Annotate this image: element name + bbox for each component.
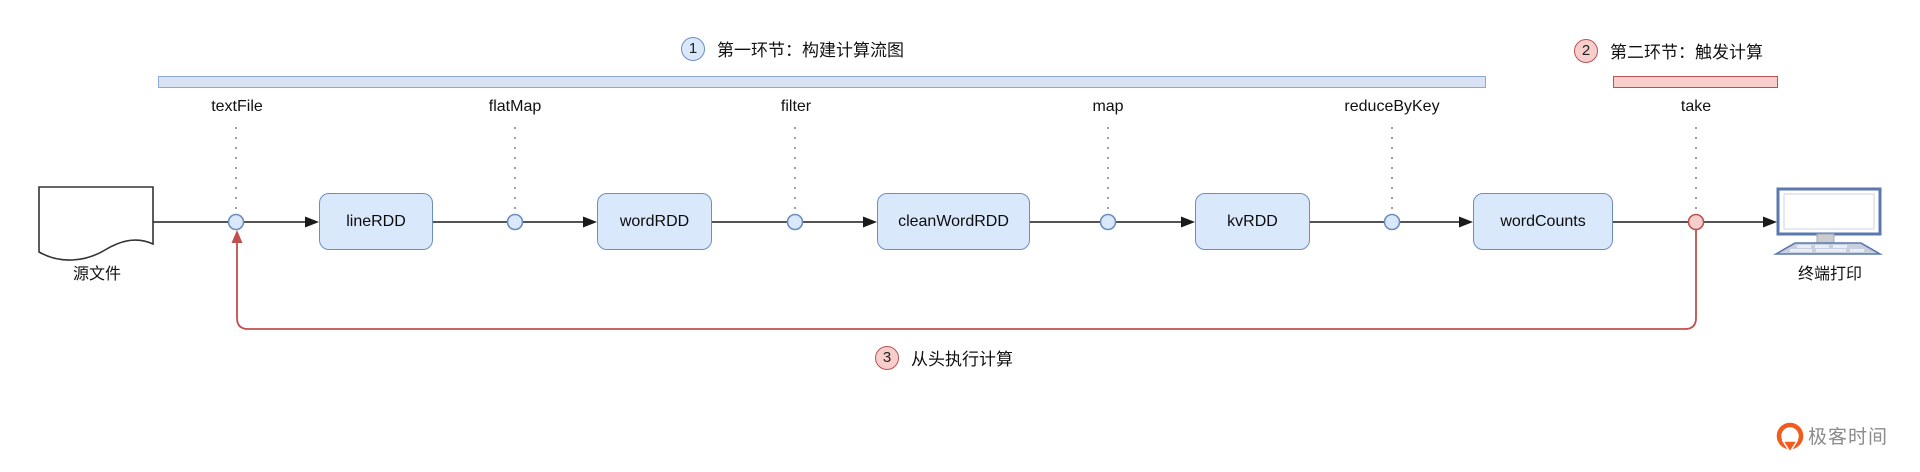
operator-label-flatmap: flatMap	[488, 98, 542, 115]
rdd-box-wordcounts: wordCounts	[1473, 193, 1613, 250]
step2-label: 第二环节：触发计算	[1610, 43, 1763, 62]
take-action-dot	[1687, 213, 1705, 231]
geektime-logo-icon	[1776, 422, 1804, 454]
feedback-arrow	[231, 229, 1697, 330]
flow-arrowheads	[305, 216, 1777, 228]
annotation-step2: 2 第二环节：触发计算	[1574, 38, 1763, 63]
operator-label-take: take	[1680, 98, 1712, 115]
phase1-bracket	[158, 76, 1486, 88]
step3-label: 从头执行计算	[911, 350, 1013, 369]
operator-label-map: map	[1092, 98, 1124, 115]
rdd-box-wordrdd: wordRDD	[597, 193, 712, 250]
operator-label-textfile: textFile	[211, 98, 263, 115]
step1-number-badge: 1	[681, 36, 705, 61]
stage-dots	[227, 213, 1705, 231]
terminal-print-label: 终端打印	[1797, 266, 1863, 283]
step1-label: 第一环节：构建计算流图	[717, 41, 904, 60]
step2-number-badge: 2	[1574, 38, 1598, 63]
rdd-box-kvrdd: kvRDD	[1195, 193, 1310, 250]
rdd-box-cleanwordrdd: cleanWordRDD	[877, 193, 1030, 250]
source-file-label: 源文件	[72, 266, 122, 283]
geektime-logo-text: 极客时间	[1808, 427, 1889, 448]
annotation-step3: 3 从头执行计算	[875, 345, 1013, 370]
geektime-logo: 极客时间	[1776, 422, 1888, 449]
annotation-step1: 1 第一环节：构建计算流图	[681, 36, 904, 61]
phase2-bracket	[1613, 76, 1778, 88]
step3-number-badge: 3	[875, 345, 899, 370]
rdd-box-linerdd: lineRDD	[319, 193, 433, 250]
operator-label-reducebykey: reduceByKey	[1344, 98, 1440, 115]
operator-label-filter: filter	[780, 98, 812, 115]
document-icon	[38, 186, 154, 261]
monitor-icon	[1773, 187, 1883, 255]
operator-dotted-lines	[235, 127, 1697, 212]
